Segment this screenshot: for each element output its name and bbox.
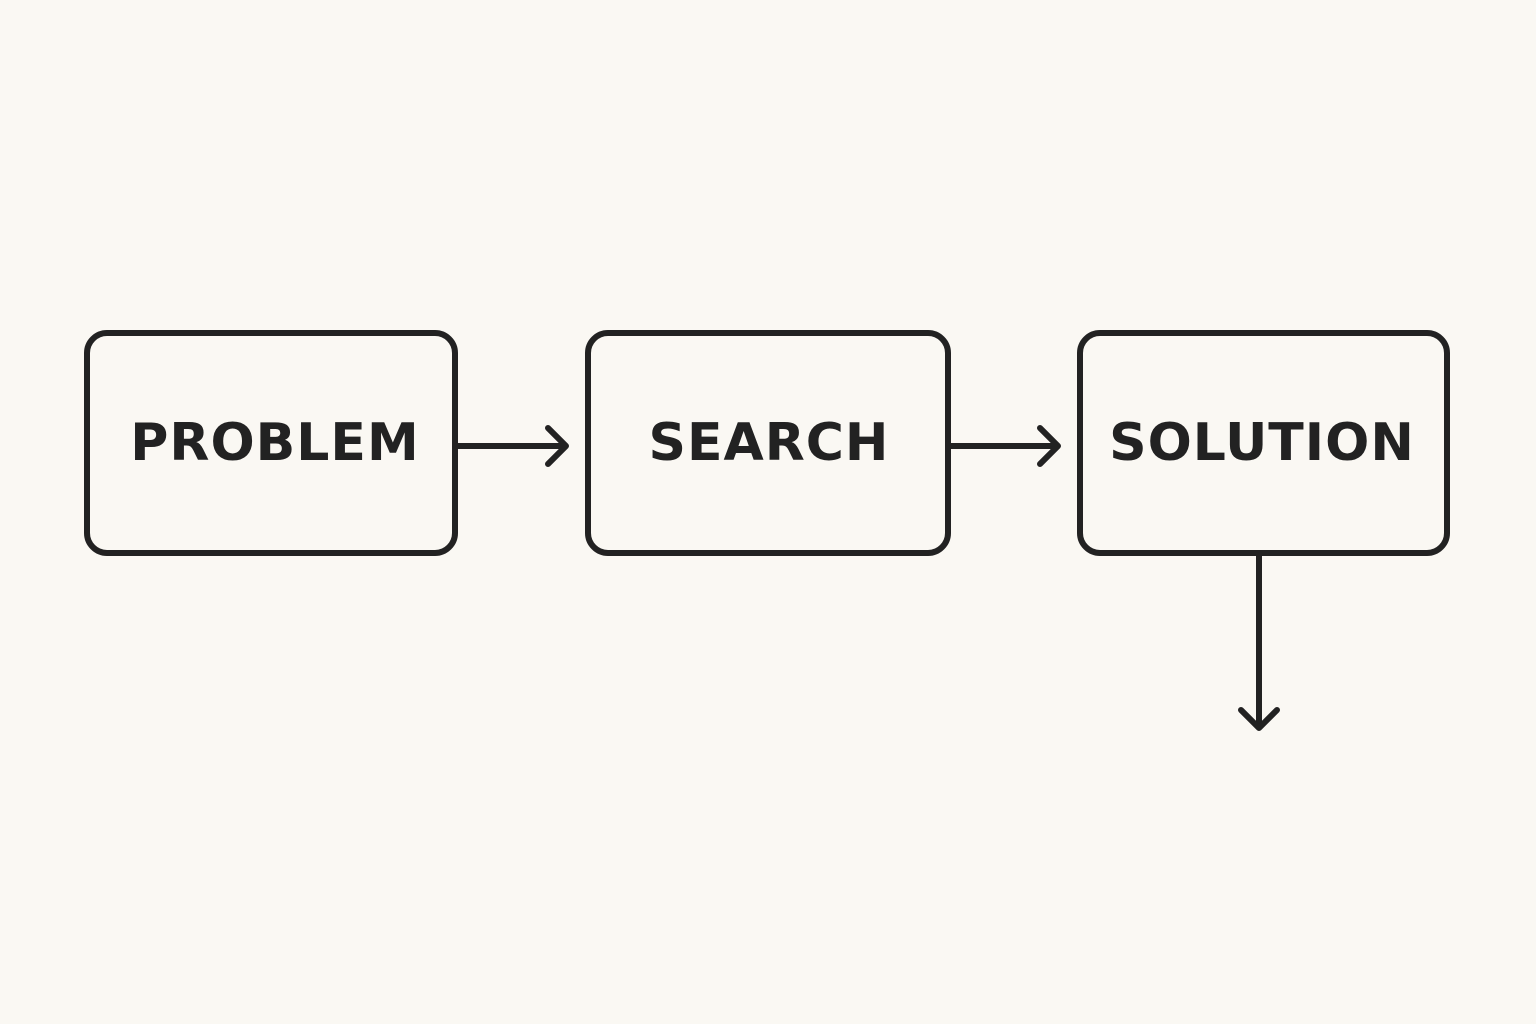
arrowhead-right: [1037, 425, 1061, 467]
node-solution-label: SOLUTION: [1109, 413, 1415, 473]
node-solution: SOLUTION: [1077, 330, 1450, 556]
arrow-solution-down: [1238, 553, 1280, 731]
node-search-label: SEARCH: [649, 413, 890, 473]
node-solution-box: [1077, 330, 1450, 556]
node-search: SEARCH: [585, 330, 951, 556]
node-problem-box: [84, 330, 458, 556]
node-problem: PROBLEM: [84, 330, 458, 556]
arrowhead-right: [545, 425, 569, 467]
node-search-box: [585, 330, 951, 556]
arrowhead-down: [1238, 707, 1280, 731]
arrow-problem-to-search: [455, 425, 569, 467]
node-problem-label: PROBLEM: [130, 413, 419, 473]
arrow-search-to-solution: [948, 425, 1061, 467]
